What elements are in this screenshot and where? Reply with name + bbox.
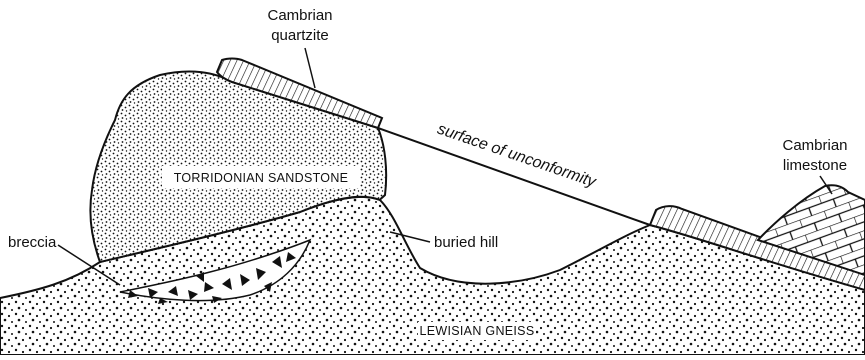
quartzite-label-line1: Cambrian (267, 7, 332, 24)
torridonian-sandstone-label: TORRIDONIAN SANDSTONE (174, 171, 349, 185)
breccia-label: breccia (8, 234, 57, 251)
limestone-label-line1: Cambrian (782, 137, 847, 154)
unconformity-surface-line (378, 128, 650, 225)
quartzite-label-line2: quartzite (271, 27, 329, 44)
unconformity-label: surface of unconformity (435, 121, 599, 192)
quartzite-leader-line (305, 48, 315, 88)
limestone-label-line2: limestone (783, 157, 847, 174)
lewisian-gneiss-label: LEWISIAN GNEISS (420, 324, 535, 338)
buried-hill-label: buried hill (434, 234, 498, 251)
